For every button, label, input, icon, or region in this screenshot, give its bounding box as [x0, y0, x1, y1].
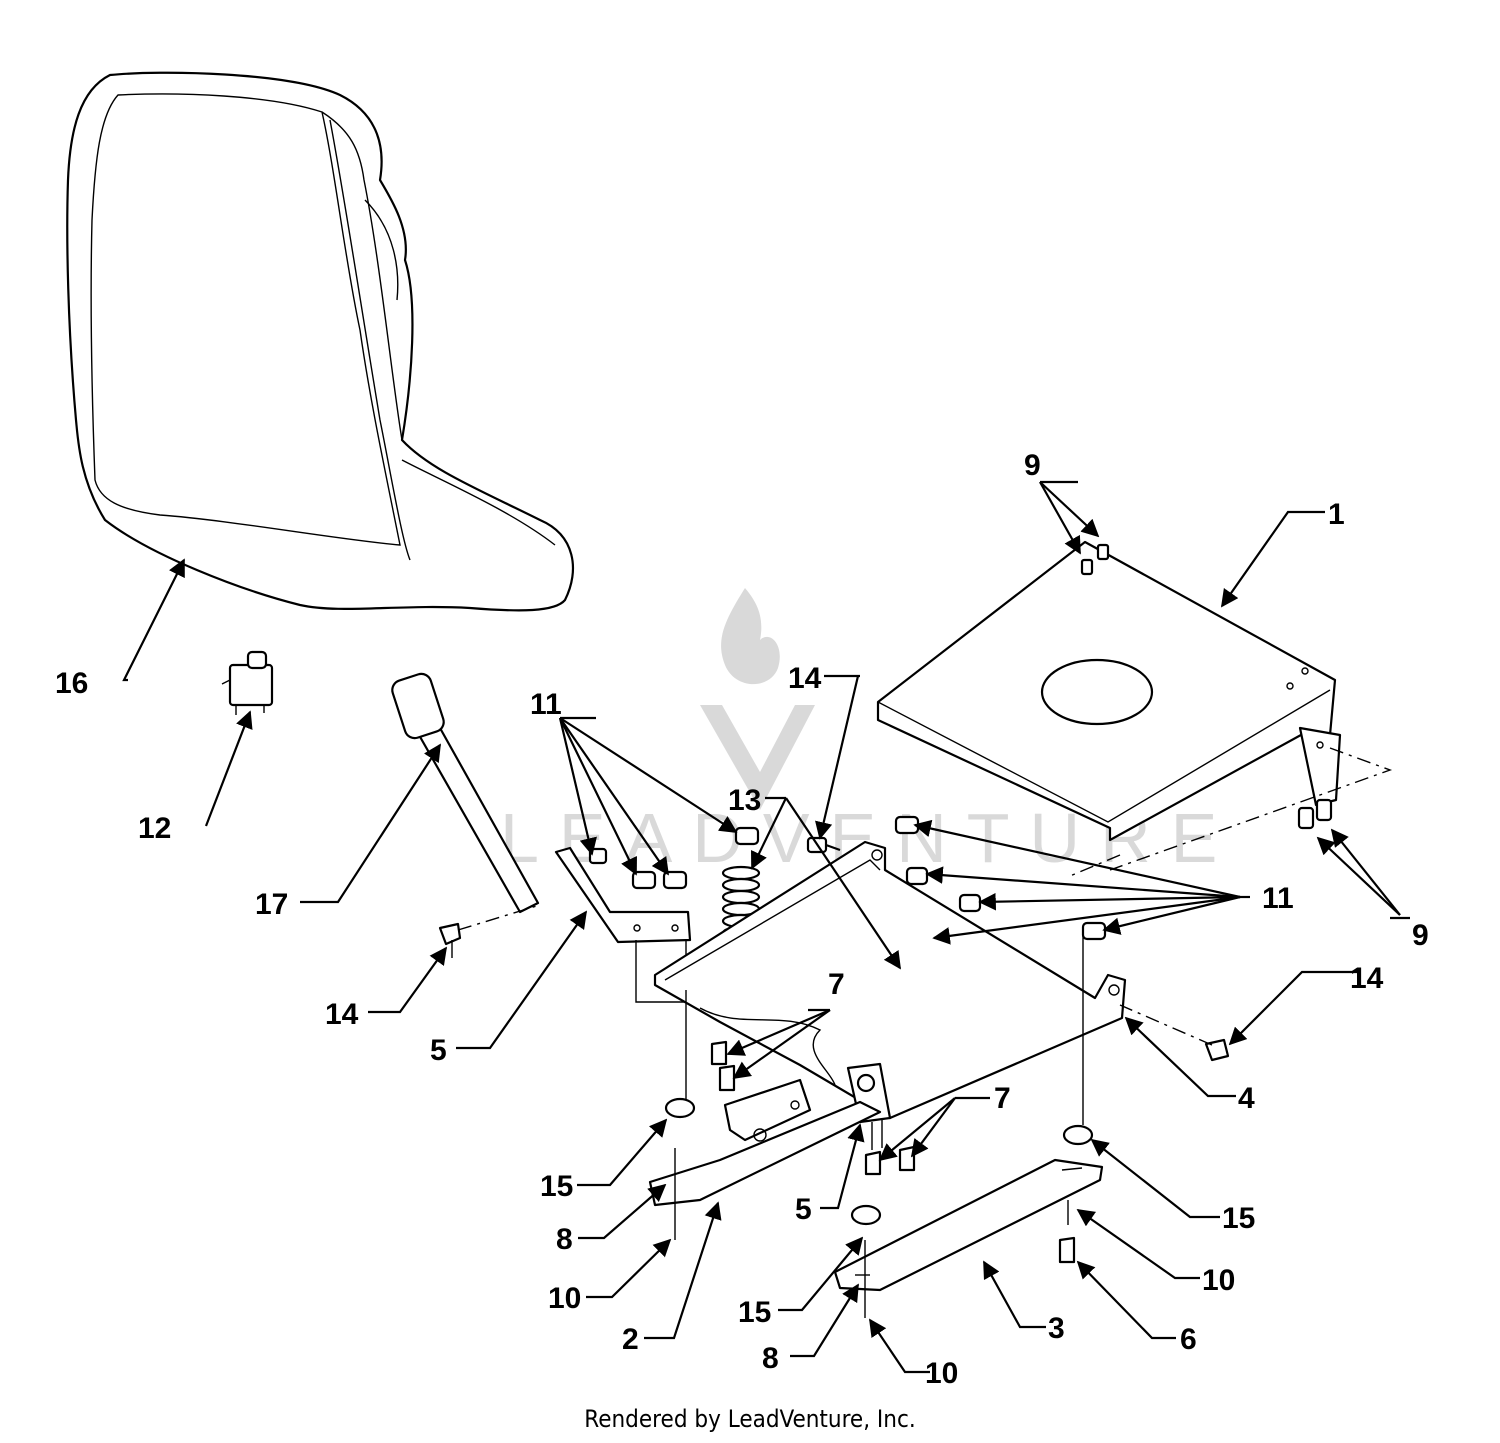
- callout-3: 3: [1048, 1312, 1065, 1345]
- callout-12: 12: [138, 812, 171, 845]
- callout-5-lower: 5: [795, 1193, 812, 1226]
- callout-5-upper: 5: [430, 1034, 447, 1067]
- callout-15-center: 15: [738, 1296, 771, 1329]
- part-slide-rail-right[interactable]: [833, 1158, 1104, 1318]
- callout-10-left: 10: [548, 1282, 581, 1315]
- callout-14-right: 14: [1350, 962, 1384, 995]
- footer-credit: Rendered by LeadVenture, Inc.: [584, 1405, 916, 1433]
- callout-11-left: 11: [530, 688, 562, 721]
- part-slide-rail-left[interactable]: [648, 1078, 882, 1240]
- callout-8-center: 8: [762, 1342, 779, 1375]
- callout-14-top: 14: [788, 662, 822, 695]
- callout-9-right: 9: [1412, 919, 1429, 952]
- callout-17: 17: [255, 888, 288, 921]
- callout-labels: 1 9 16 12 17 14 5 11 14 13 11 9 14 4 7 7…: [55, 449, 1429, 1390]
- part-bolt-left[interactable]: [438, 904, 541, 958]
- part-seat-switch[interactable]: [221, 650, 274, 715]
- part-shoulder-bolts[interactable]: [710, 1040, 916, 1176]
- part-seat[interactable]: [66, 71, 575, 612]
- callout-6: 6: [1180, 1323, 1197, 1356]
- callout-7-left: 7: [828, 968, 845, 1001]
- callout-16: 16: [55, 667, 88, 700]
- callout-14-left: 14: [325, 998, 359, 1031]
- part-flange-nuts[interactable]: [588, 815, 1107, 949]
- callout-15-left: 15: [540, 1170, 573, 1203]
- callout-1: 1: [1328, 498, 1345, 531]
- callout-13: 13: [728, 784, 761, 817]
- callout-7-right: 7: [994, 1082, 1011, 1115]
- part-seat-frame[interactable]: [653, 840, 1127, 1120]
- callout-11-right: 11: [1262, 882, 1294, 915]
- callout-10-center: 10: [925, 1357, 958, 1390]
- callout-15-right: 15: [1222, 1202, 1255, 1235]
- callout-2: 2: [622, 1323, 639, 1356]
- part-hex-bolt[interactable]: [1058, 1236, 1076, 1264]
- callout-10-right: 10: [1202, 1264, 1235, 1297]
- part-seat-pan[interactable]: [876, 540, 1393, 877]
- part-rubber-bumpers[interactable]: [664, 935, 1094, 1226]
- callout-9-top: 9: [1024, 449, 1041, 482]
- leader-lines: [122, 480, 1410, 1374]
- callout-4: 4: [1238, 1082, 1255, 1115]
- part-adjustment-lever[interactable]: [390, 671, 540, 914]
- callout-8-left: 8: [556, 1223, 573, 1256]
